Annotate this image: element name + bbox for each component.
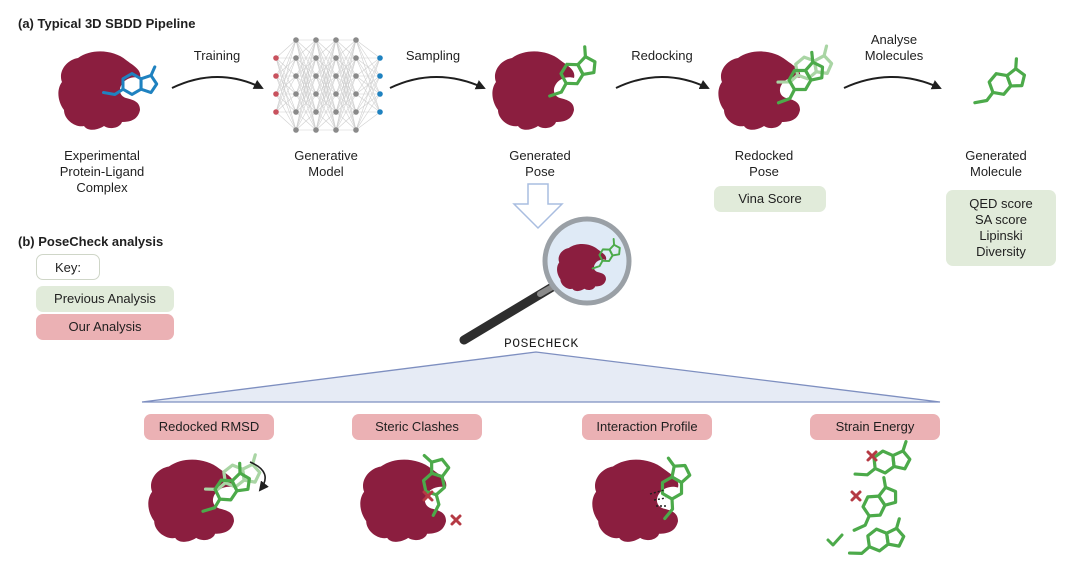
neural-network-icon bbox=[273, 37, 383, 133]
nn-node bbox=[353, 55, 359, 61]
key-our-analysis: Our Analysis bbox=[36, 314, 174, 340]
nn-node bbox=[313, 73, 319, 79]
cross-icon bbox=[422, 490, 462, 526]
steric-clashes-icon bbox=[360, 452, 462, 542]
nn-node bbox=[333, 109, 339, 115]
nn-node bbox=[313, 91, 319, 97]
cross-icon bbox=[850, 490, 862, 502]
posecheck-triangle bbox=[141, 351, 941, 403]
analysis-interaction-profile: Interaction Profile bbox=[582, 414, 712, 440]
nn-node bbox=[333, 55, 339, 61]
nn-node bbox=[377, 55, 383, 61]
sampling-arrow bbox=[389, 76, 486, 90]
check-icon bbox=[826, 533, 844, 547]
redocking-label: Redocking bbox=[631, 48, 693, 63]
interaction-profile-icon bbox=[592, 454, 697, 542]
strain-energy-icon bbox=[826, 439, 913, 557]
analysis-strain-energy: Strain Energy bbox=[810, 414, 940, 440]
molecule-metrics-box: QED score SA score Lipinski Diversity bbox=[946, 190, 1056, 266]
nn-node bbox=[293, 73, 299, 79]
nn-node bbox=[333, 37, 339, 43]
nn-node bbox=[293, 91, 299, 97]
down-arrow-icon bbox=[512, 183, 564, 230]
metric-qed: QED score bbox=[969, 196, 1033, 211]
analyse-label-line: Analyse bbox=[870, 32, 918, 47]
caption-line: Pose bbox=[525, 164, 555, 179]
section-a-title: (a) Typical 3D SBDD Pipeline bbox=[18, 16, 196, 31]
redocked-rmsd-icon bbox=[148, 452, 269, 542]
sampling-label: Sampling bbox=[405, 48, 461, 63]
nn-node bbox=[353, 73, 359, 79]
key-previous-analysis: Previous Analysis bbox=[36, 286, 174, 312]
analyse-molecules-label: Analyse Molecules bbox=[852, 32, 936, 64]
nn-node bbox=[293, 127, 299, 133]
nn-node bbox=[377, 91, 383, 97]
analyse-label-line: Molecules bbox=[864, 48, 924, 63]
caption-line: Complex bbox=[76, 180, 128, 195]
generated-pose-caption: Generated Pose bbox=[490, 148, 590, 180]
nn-node bbox=[333, 91, 339, 97]
caption-line: Pose bbox=[749, 164, 779, 179]
nn-node bbox=[377, 109, 383, 115]
cross-icon bbox=[866, 450, 878, 462]
analysis-steric-clashes: Steric Clashes bbox=[352, 414, 482, 440]
nn-node bbox=[273, 91, 279, 97]
generated-molecule-caption: Generated Molecule bbox=[946, 148, 1046, 180]
experimental-complex-icon bbox=[58, 51, 159, 130]
nn-node bbox=[377, 73, 383, 79]
caption-line: Redocked bbox=[734, 148, 794, 163]
nn-node bbox=[313, 109, 319, 115]
metric-diversity: Diversity bbox=[976, 244, 1026, 259]
caption-line: Generative bbox=[294, 148, 358, 163]
key-box: Key: bbox=[36, 254, 100, 280]
ligand-icon bbox=[964, 56, 1030, 107]
magnifier-icon bbox=[459, 216, 632, 345]
caption-line: Experimental bbox=[64, 148, 140, 163]
vina-score-badge: Vina Score bbox=[714, 186, 826, 212]
nn-node bbox=[313, 127, 319, 133]
generated-pose-icon bbox=[492, 44, 602, 130]
caption-line: Protein-Ligand bbox=[59, 164, 145, 179]
analyse-arrow bbox=[843, 76, 942, 90]
nn-node bbox=[353, 109, 359, 115]
metric-lipinski: Lipinski bbox=[979, 228, 1023, 243]
training-label: Training bbox=[193, 48, 241, 63]
nn-node bbox=[353, 37, 359, 43]
nn-node bbox=[273, 109, 279, 115]
posecheck-label: POSECHECK bbox=[504, 336, 579, 351]
nn-node bbox=[313, 37, 319, 43]
metric-sa: SA score bbox=[974, 212, 1028, 227]
nn-node bbox=[293, 37, 299, 43]
redocked-pose-icon bbox=[718, 44, 836, 130]
redocked-pose-caption: Redocked Pose bbox=[714, 148, 814, 180]
nn-node bbox=[273, 55, 279, 61]
section-b-title: (b) PoseCheck analysis bbox=[18, 234, 164, 249]
caption-line: Generated bbox=[509, 148, 571, 163]
experimental-caption: Experimental Protein-Ligand Complex bbox=[44, 148, 160, 196]
nn-node bbox=[353, 127, 359, 133]
nn-node bbox=[333, 127, 339, 133]
caption-line: Molecule bbox=[969, 164, 1023, 179]
nn-node bbox=[273, 73, 279, 79]
nn-node bbox=[333, 73, 339, 79]
redocking-arrow bbox=[615, 76, 710, 90]
caption-line: Generated bbox=[965, 148, 1027, 163]
analysis-redocked-rmsd: Redocked RMSD bbox=[144, 414, 274, 440]
nn-node bbox=[353, 91, 359, 97]
training-arrow bbox=[171, 76, 264, 89]
generative-caption: Generative Model bbox=[276, 148, 376, 180]
nn-node bbox=[313, 55, 319, 61]
nn-node bbox=[293, 55, 299, 61]
nn-node bbox=[293, 109, 299, 115]
caption-line: Model bbox=[308, 164, 344, 179]
